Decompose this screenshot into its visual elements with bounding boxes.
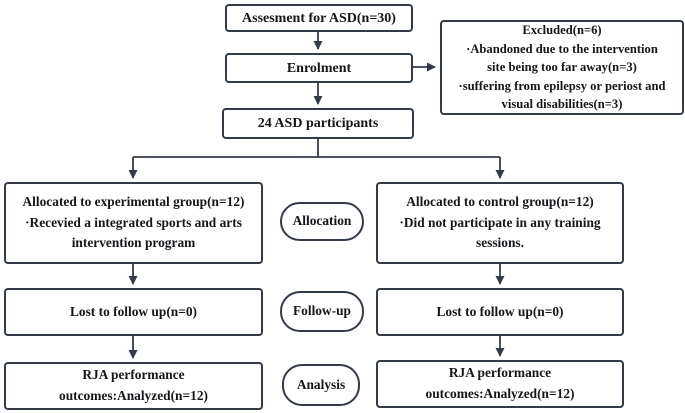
enrolment-box: Enrolment: [225, 53, 413, 83]
followup-stage-pill: Follow-up: [280, 291, 364, 332]
participants-box: 24 ASD participants: [222, 108, 414, 139]
excluded-box: Excluded(n=6) ·Abandoned due to the inte…: [440, 20, 684, 115]
analysis-stage-pill: Analysis: [282, 364, 360, 406]
lost-followup-left-box: Lost to follow up(n=0): [4, 288, 263, 336]
control-group-box: Allocated to control group(n=12) ·Did no…: [376, 182, 624, 264]
allocation-stage-pill: Allocation: [280, 202, 364, 241]
rja-analysis-left-box: RJA performance outcomes:Analyzed(n=12): [4, 362, 263, 410]
experimental-group-box: Allocated to experimental group(n=12) ·R…: [4, 182, 263, 264]
assessment-box: Assesment for ASD(n=30): [225, 4, 413, 32]
rja-analysis-right-box: RJA performance outcomes:Analyzed(n=12): [376, 360, 624, 408]
lost-followup-right-box: Lost to follow up(n=0): [376, 288, 624, 336]
